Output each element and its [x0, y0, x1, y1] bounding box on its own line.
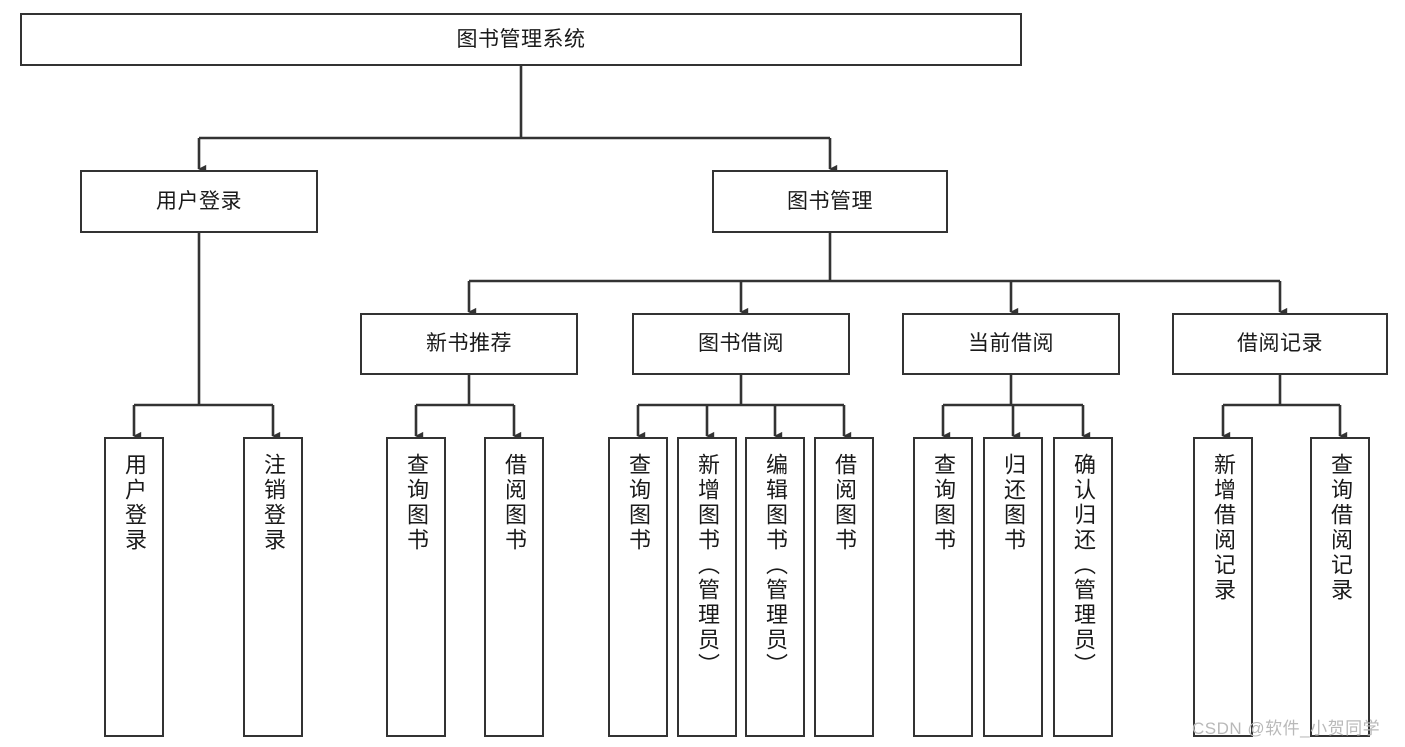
- leaf-borrow-edit-book-admin[interactable]: 编辑图书（管理员）: [745, 437, 805, 737]
- node-user-login[interactable]: 用户登录: [80, 170, 318, 233]
- node-label: 新书推荐: [426, 332, 512, 356]
- node-current-borrow[interactable]: 当前借阅: [902, 313, 1120, 375]
- node-label: 注销登录: [261, 453, 286, 553]
- leaf-newbook-borrow-books[interactable]: 借阅图书: [484, 437, 544, 737]
- node-borrow-records[interactable]: 借阅记录: [1172, 313, 1388, 375]
- node-label: 新增借阅记录: [1211, 453, 1236, 603]
- leaf-borrow-add-book-admin[interactable]: 新增图书（管理员）: [677, 437, 737, 737]
- leaf-current-confirm-return-admin[interactable]: 确认归还（管理员）: [1053, 437, 1113, 737]
- node-label: 编辑图书（管理员）: [763, 453, 788, 678]
- node-label: 查询借阅记录: [1328, 453, 1353, 603]
- node-new-book-recommend[interactable]: 新书推荐: [360, 313, 578, 375]
- node-root[interactable]: 图书管理系统: [20, 13, 1022, 66]
- node-label: 图书管理: [787, 189, 873, 213]
- node-label: 新增图书（管理员）: [695, 453, 720, 678]
- node-label: 图书管理系统: [456, 27, 586, 51]
- node-label: 查询图书: [626, 453, 651, 553]
- leaf-current-return-books[interactable]: 归还图书: [983, 437, 1043, 737]
- node-label: 图书借阅: [698, 332, 784, 356]
- csdn-watermark: CSDN @软件_小贺同学: [1192, 719, 1381, 738]
- node-book-management[interactable]: 图书管理: [712, 170, 948, 233]
- node-label: 当前借阅: [968, 332, 1054, 356]
- leaf-user-logout[interactable]: 注销登录: [243, 437, 303, 737]
- node-label: 确认归还（管理员）: [1071, 453, 1096, 678]
- node-label: 借阅图书: [832, 453, 857, 553]
- leaf-current-query-books[interactable]: 查询图书: [913, 437, 973, 737]
- node-label: 归还图书: [1001, 453, 1026, 553]
- node-label: 查询图书: [404, 453, 429, 553]
- node-label: 借阅记录: [1237, 332, 1323, 356]
- leaf-user-login[interactable]: 用户登录: [104, 437, 164, 737]
- node-book-borrow[interactable]: 图书借阅: [632, 313, 850, 375]
- leaf-newbook-query-books[interactable]: 查询图书: [386, 437, 446, 737]
- node-label: 用户登录: [156, 189, 242, 213]
- leaf-records-add-record[interactable]: 新增借阅记录: [1193, 437, 1253, 737]
- node-label: 用户登录: [122, 453, 147, 553]
- node-label: 借阅图书: [502, 453, 527, 553]
- node-label: 查询图书: [931, 453, 956, 553]
- leaf-borrow-query-books[interactable]: 查询图书: [608, 437, 668, 737]
- leaf-borrow-borrow-books[interactable]: 借阅图书: [814, 437, 874, 737]
- leaf-records-query-record[interactable]: 查询借阅记录: [1310, 437, 1370, 737]
